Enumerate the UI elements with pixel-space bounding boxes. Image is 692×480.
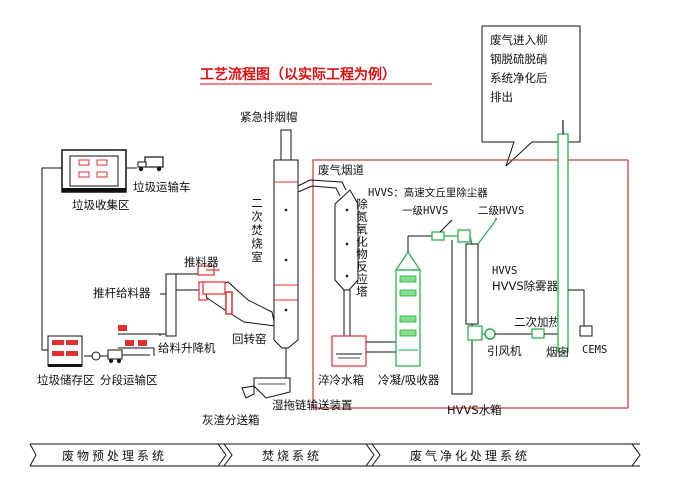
condenser-label: 冷凝/吸收器	[378, 373, 440, 387]
wet-chain-unit	[241, 377, 291, 399]
induced-fan-unit	[482, 328, 532, 340]
hvvs-demister-unit	[467, 325, 483, 341]
emergency-cap-label: 紧急排烟帽	[240, 110, 298, 124]
callout-line-2: 钢脱硫脱硝	[490, 52, 548, 66]
storage-area-unit	[47, 335, 83, 367]
system-gas-treatment: 废气净化处理系统	[410, 448, 530, 463]
kiln-label: 回转窑	[232, 332, 267, 346]
quench-tank-unit	[331, 335, 396, 367]
cems-label: CEMS	[582, 344, 607, 356]
hvvs-note: HVVS：高速文丘里除尘器	[368, 186, 488, 199]
callout-line-1: 废气进入柳	[490, 33, 548, 47]
garbage-truck-label: 垃圾运输车	[133, 180, 191, 194]
staged-transport-unit	[84, 349, 123, 363]
hvvs-demister-label: HVVS除雾器	[492, 279, 559, 293]
wet-chain-label: 湿拖链输送装置	[272, 398, 353, 412]
flue-gas-frame	[312, 159, 629, 409]
callout-bubble: 废气进入柳 钢脱硫脱硝 系统净化后 排出	[481, 25, 581, 167]
reheat-unit	[531, 328, 560, 339]
flue-duct-label: 废气烟道	[318, 163, 364, 177]
quench-tank-label: 淬冷水箱	[318, 373, 364, 387]
feed-lift-unit	[118, 325, 161, 356]
hvvs-stage2-label: 二级HVVS	[478, 205, 524, 217]
secondary-chamber-unit	[273, 129, 299, 390]
hvvs-tank-label: HVVS水箱	[447, 403, 502, 417]
system-pretreatment: 废物预处理系统	[62, 448, 167, 463]
diagram-title: 工艺流程图（以实际工程为例）	[200, 66, 396, 83]
chimney-unit	[557, 120, 585, 353]
staged-transport-label: 分段运输区	[100, 373, 158, 387]
callout-line-3: 系统净化后	[490, 71, 548, 85]
system-band: 废物预处理系统 焚烧系统 废气净化处理系统	[29, 443, 641, 467]
secondary-chamber-label: 二次焚烧室	[250, 197, 264, 265]
hvvs-stage1-label: 一级HVVS	[402, 205, 448, 217]
storage-area-label: 垃圾储存区	[37, 373, 95, 387]
garbage-truck-icon	[137, 156, 164, 172]
callout-line-4: 排出	[490, 90, 513, 104]
garbage-collection-unit	[61, 149, 127, 193]
cems-unit	[579, 325, 593, 337]
condenser-absorber-unit	[394, 235, 432, 367]
ash-box-label: 灰渣分送箱	[202, 413, 260, 427]
collection-area-label: 垃圾收集区	[72, 198, 130, 212]
rotary-kiln-unit	[202, 281, 276, 327]
system-incineration: 焚烧系统	[262, 449, 322, 463]
hvvs-demister-label-1: HVVS	[492, 265, 517, 277]
hvvs-tank-unit	[451, 380, 473, 395]
chimney-label: 烟囱	[546, 345, 569, 359]
denox-label: 除氮氧化物反应塔	[355, 197, 369, 298]
reheat-label: 二次加热	[514, 315, 560, 329]
hvvs-stage1-unit	[431, 219, 471, 380]
induced-fan-label: 引风机	[487, 344, 522, 358]
pusher-label: 推料器	[184, 255, 219, 269]
denox-tower-unit	[334, 189, 359, 336]
ram-feeder-unit	[160, 273, 200, 337]
ram-feeder-label: 推杆给料器	[93, 286, 151, 300]
feed-lift-label: 给料升降机	[158, 341, 216, 355]
